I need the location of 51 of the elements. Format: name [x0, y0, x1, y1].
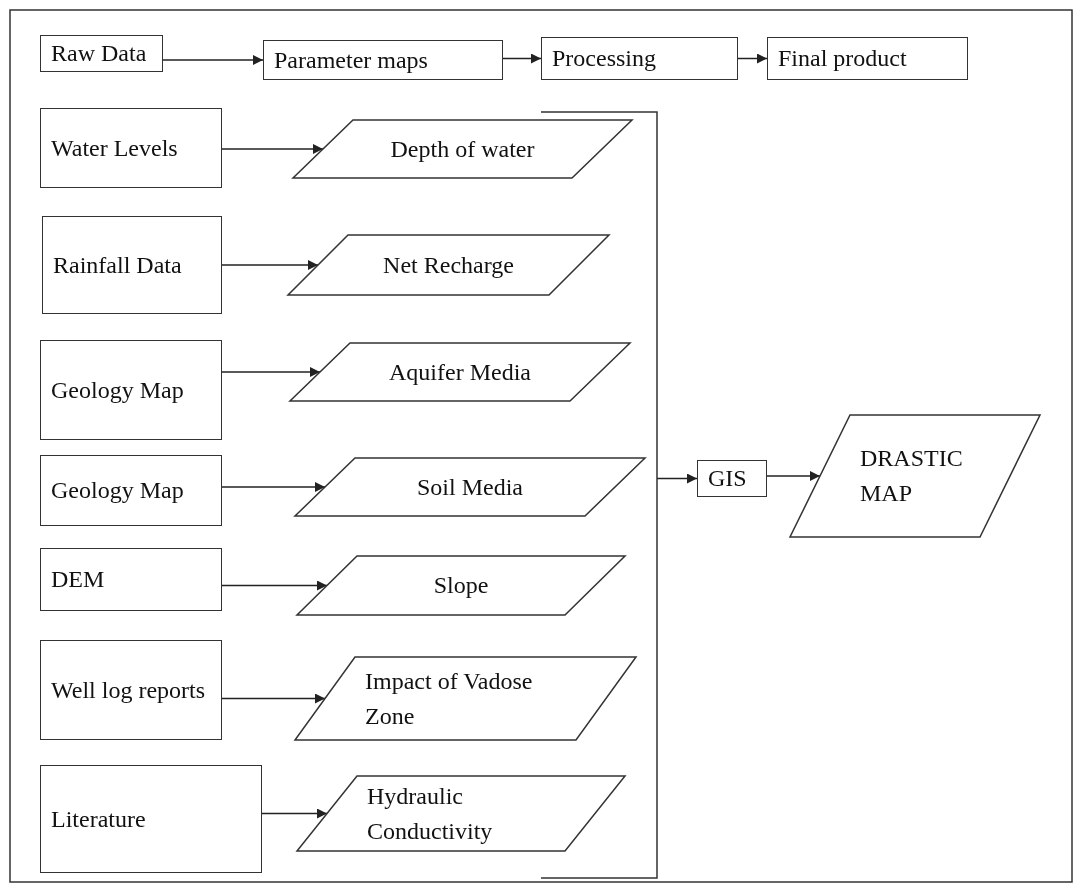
node-label: Raw Data: [51, 39, 147, 69]
data-parallelogram: [297, 556, 625, 615]
arrow: [221, 144, 324, 154]
arrow: [221, 482, 326, 492]
node-label: Geology Map: [51, 375, 184, 405]
node-label: Geology Map: [51, 476, 184, 506]
bracket: [541, 112, 657, 878]
process-box: [40, 108, 222, 188]
arrow: [737, 53, 768, 64]
process-box: [263, 40, 503, 80]
node-label: Final product: [778, 44, 907, 74]
node-label: Depth of water: [390, 134, 535, 164]
process-box: [40, 640, 222, 740]
data-parallelogram: [295, 657, 636, 740]
arrow: [221, 580, 328, 591]
node-label: Net Recharge: [383, 250, 514, 280]
process-box: [767, 37, 968, 80]
node-label: Water Levels: [51, 133, 178, 163]
node-label: Well log reports: [51, 675, 206, 705]
data-parallelogram: [295, 458, 645, 516]
data-parallelogram: [290, 343, 630, 401]
arrow: [162, 55, 264, 65]
data-parallelogram: [288, 235, 609, 295]
data-parallelogram: [297, 776, 625, 851]
process-box: [42, 216, 222, 314]
process-box: [40, 455, 222, 526]
node-label: Impact of Vadose Zone: [365, 666, 534, 731]
node-label: Slope: [433, 571, 489, 601]
node-label: Hydraulic Conductivity: [367, 781, 494, 846]
node-label: DRASTIC MAP: [860, 444, 964, 508]
process-box: [40, 765, 262, 873]
data-parallelogram: [293, 120, 632, 178]
data-parallelogram: [790, 415, 1040, 537]
node-label: GIS: [708, 464, 747, 494]
process-box: [40, 35, 163, 72]
process-box: [40, 340, 222, 440]
arrow: [656, 473, 698, 484]
node-label: Soil Media: [417, 472, 523, 502]
node-label: Parameter maps: [274, 45, 428, 75]
node-label: Literature: [51, 804, 146, 834]
node-label: DEM: [51, 565, 105, 595]
node-label: Processing: [552, 44, 656, 74]
arrow: [766, 471, 821, 481]
arrow: [502, 53, 542, 64]
node-label: Aquifer Media: [389, 357, 531, 387]
process-box: [697, 460, 767, 497]
process-box: [541, 37, 738, 80]
process-box: [40, 548, 222, 611]
arrow: [221, 260, 319, 270]
arrow: [221, 367, 321, 377]
node-label: Rainfall Data: [53, 250, 182, 280]
